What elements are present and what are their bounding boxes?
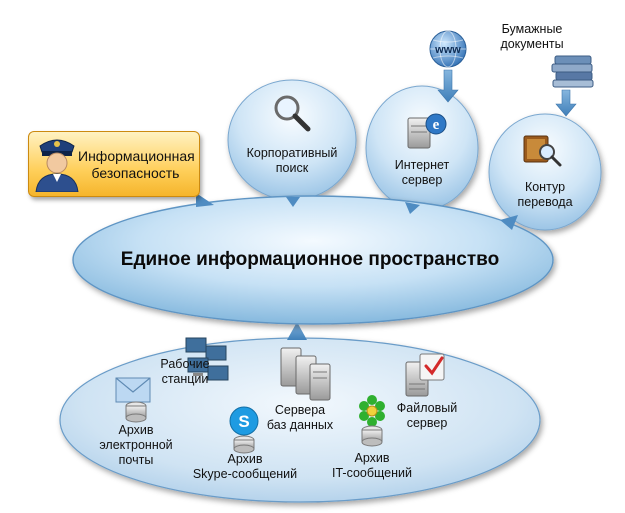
skype-icon: S (229, 406, 259, 436)
arrow-down-www-icon (437, 69, 459, 103)
email-archive-label-1: Архив (118, 423, 154, 437)
bubble-translation (488, 113, 602, 231)
workstations-label-1: Рабочие (160, 357, 210, 371)
arrow-down-books-icon (555, 89, 577, 117)
icq-database-icon (361, 425, 383, 447)
translation-label-2: перевода (517, 195, 573, 209)
skype-archive-label-1: Архив (227, 452, 263, 466)
police-officer-icon (35, 139, 79, 192)
security-label-1: Информационная (78, 148, 195, 164)
books-icon (551, 55, 594, 88)
translation-label-1: Контур (524, 180, 566, 194)
it-archive-label-1: Архив (354, 451, 390, 465)
pointer-translation (500, 215, 518, 230)
email-archive-label-3: почты (118, 453, 154, 467)
center-label: Единое информационное пространство (120, 249, 500, 270)
db-servers-label-1: Сервера (274, 403, 326, 417)
translation-book-icon (523, 135, 562, 167)
pointer-internet (405, 202, 420, 214)
email-database-icon (125, 401, 147, 423)
it-archive-label-2: IT-сообщений (332, 466, 412, 480)
internet-label-1: Интернет (394, 158, 450, 172)
skype-archive-label-2: Skype-сообщений (192, 467, 298, 481)
magnifier-icon (274, 95, 311, 132)
paper-docs-label-2: документы (500, 37, 564, 51)
workstations-icon (185, 337, 229, 381)
svg-text:S: S (238, 412, 249, 431)
search-label-1: Корпоративный (246, 146, 338, 160)
icq-flower-icon (359, 395, 385, 427)
internet-label-2: сервер (401, 173, 443, 187)
security-label-2: безопасность (91, 165, 180, 181)
center-ellipse (72, 195, 554, 325)
pointer-search (286, 197, 300, 207)
file-server-label-1: Файловый (396, 401, 458, 415)
email-archive-label-2: электронной (99, 438, 173, 452)
internet-server-icon: e (407, 113, 447, 149)
www-label: www (434, 44, 461, 56)
pointer-security (196, 193, 214, 207)
skype-database-icon (233, 435, 255, 454)
email-envelope-icon (115, 377, 151, 403)
paper-docs-label-1: Бумажные (501, 22, 563, 36)
file-server-icon (405, 353, 445, 397)
db-servers-label-2: баз данных (266, 418, 334, 432)
search-label-2: поиск (275, 161, 309, 175)
db-servers-icon (280, 347, 331, 401)
file-server-label-2: сервер (406, 416, 448, 430)
arrow-up-icon (287, 322, 307, 340)
workstations-label-2: станции (161, 372, 209, 386)
www-globe-icon: www (429, 30, 467, 68)
svg-text:e: e (433, 117, 440, 133)
